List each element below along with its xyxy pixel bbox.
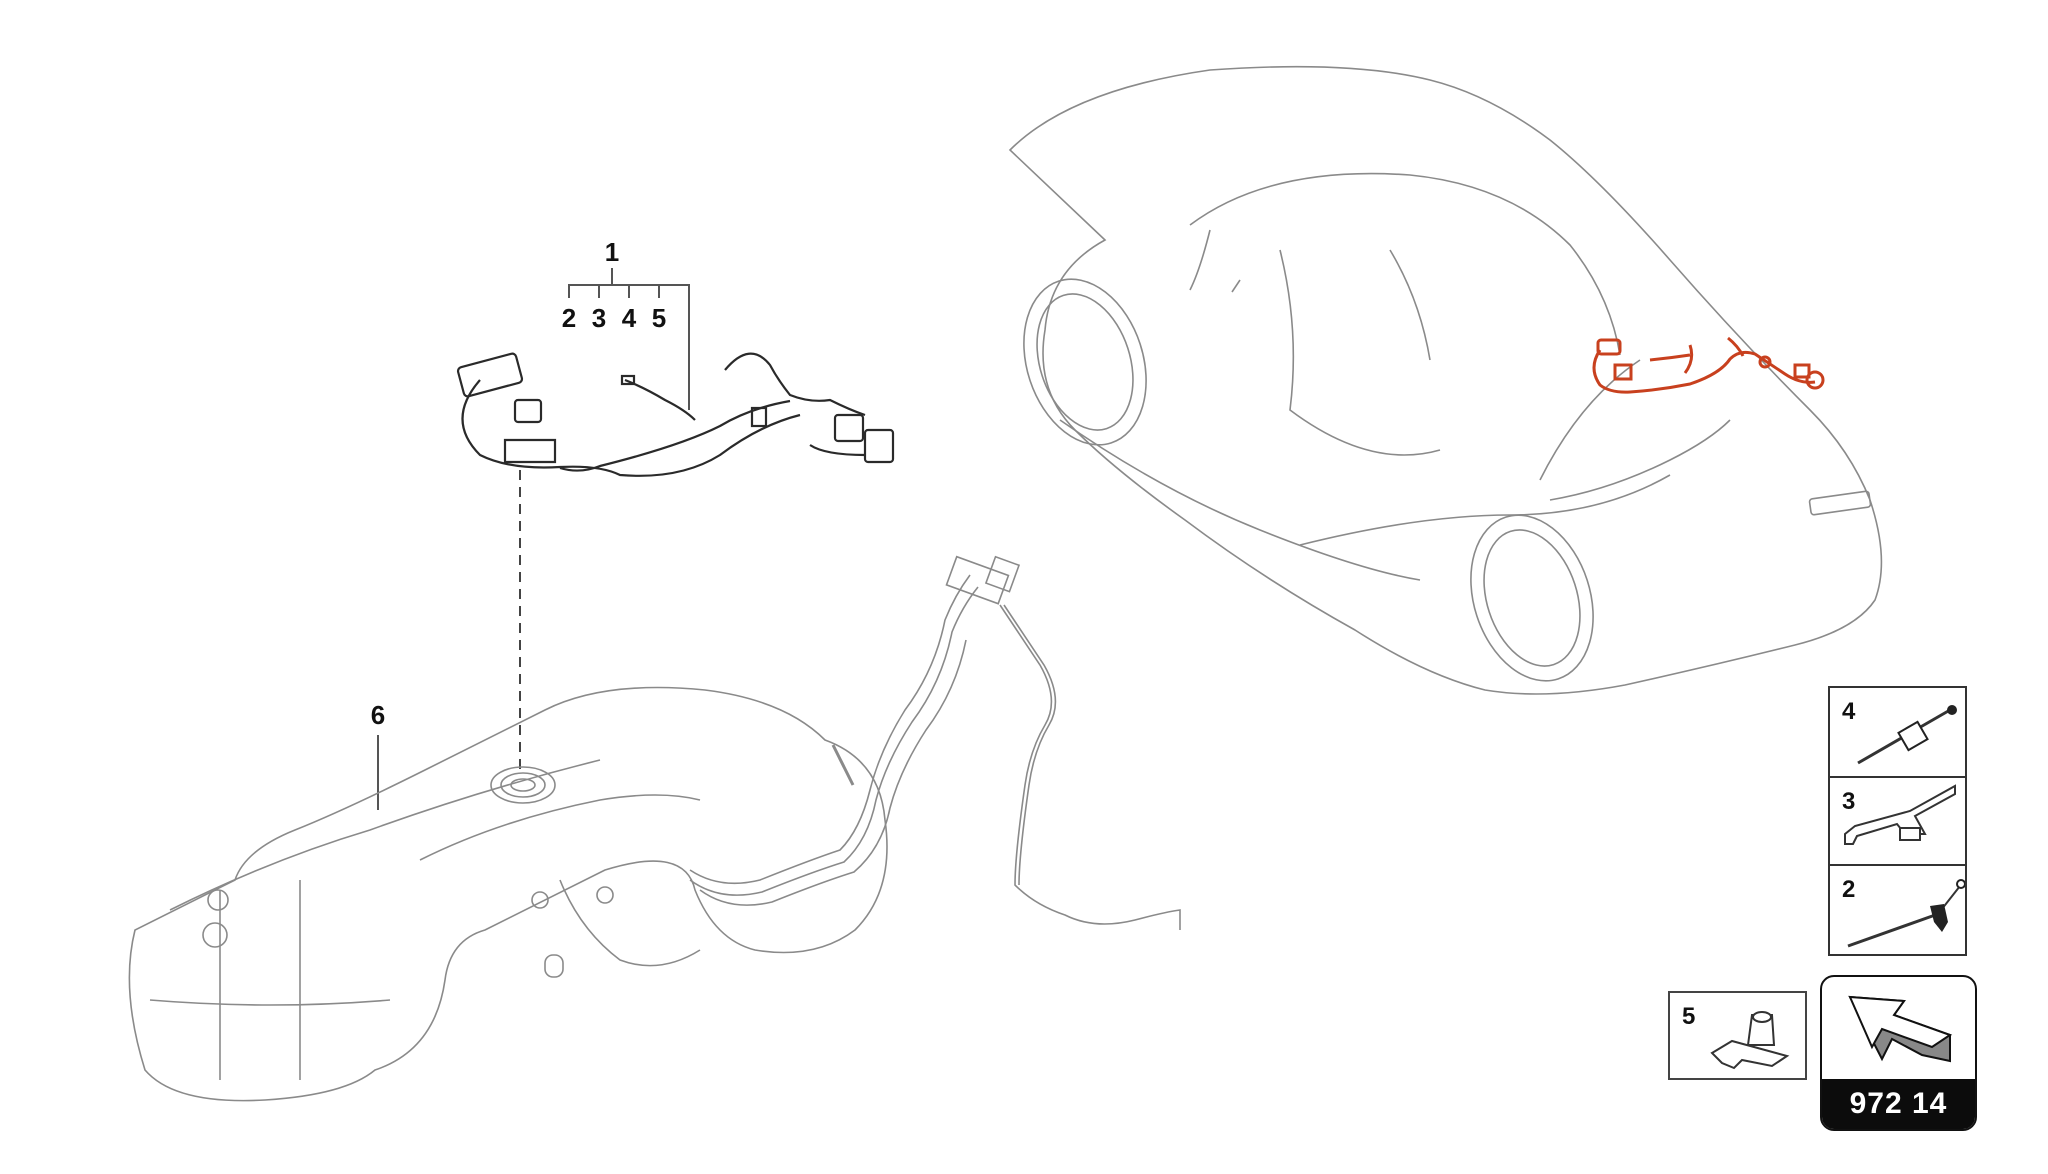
page-reference-badge[interactable]: 972 14 <box>1820 975 1977 1131</box>
cable-tie-anchor-icon <box>1847 879 1965 948</box>
legend-label: 3 <box>1842 788 1856 815</box>
legend-item-5[interactable]: 5 <box>1668 991 1807 1080</box>
legend-label: 2 <box>1842 876 1856 903</box>
callout-6[interactable]: 6 <box>370 700 386 730</box>
fastener-clip-icon <box>1710 1011 1790 1070</box>
legend-label: 5 <box>1682 1003 1696 1030</box>
callout-3[interactable]: 3 <box>591 303 607 333</box>
callout-1[interactable]: 1 <box>604 237 620 267</box>
callout-5[interactable]: 5 <box>651 303 667 333</box>
cable-holder-icon <box>1844 784 1956 845</box>
callout-2[interactable]: 2 <box>561 303 577 333</box>
callout-4[interactable]: 4 <box>621 303 637 333</box>
wiring-harness-drawing <box>456 352 895 477</box>
group-bracket <box>568 268 690 410</box>
legend-item-2[interactable]: 2 <box>1830 864 1965 954</box>
legend-item-3[interactable]: 3 <box>1830 776 1965 864</box>
filler-neck-drawing <box>689 555 1181 930</box>
fuel-tank-drawing <box>128 686 888 1102</box>
cable-tie-clip-icon <box>1857 705 1957 765</box>
legend-label: 4 <box>1842 698 1856 725</box>
highlighted-harness <box>1592 336 1825 394</box>
direction-arrow-icon <box>1848 995 1953 1063</box>
page-reference-code: 972 14 <box>1822 1079 1975 1129</box>
vehicle-location-drawing <box>1008 65 1883 695</box>
legend-panel: 4 3 2 <box>1828 686 1967 956</box>
legend-item-4[interactable]: 4 <box>1830 688 1965 776</box>
